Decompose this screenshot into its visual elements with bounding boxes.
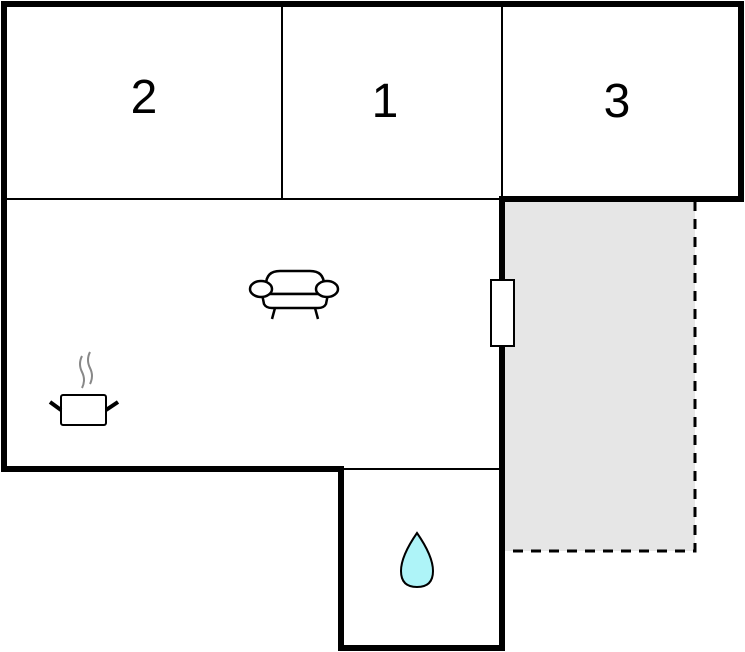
sofa-icon <box>248 269 340 320</box>
terrace-dashed-border <box>503 201 697 553</box>
terrace-area <box>503 201 695 551</box>
room-label-2: 2 <box>130 71 158 124</box>
door-icon <box>490 279 515 347</box>
cooking-pot-icon <box>48 351 120 426</box>
room-label-1: 1 <box>371 75 399 128</box>
water-drop-icon <box>399 531 435 589</box>
room-label-3: 3 <box>603 75 631 128</box>
